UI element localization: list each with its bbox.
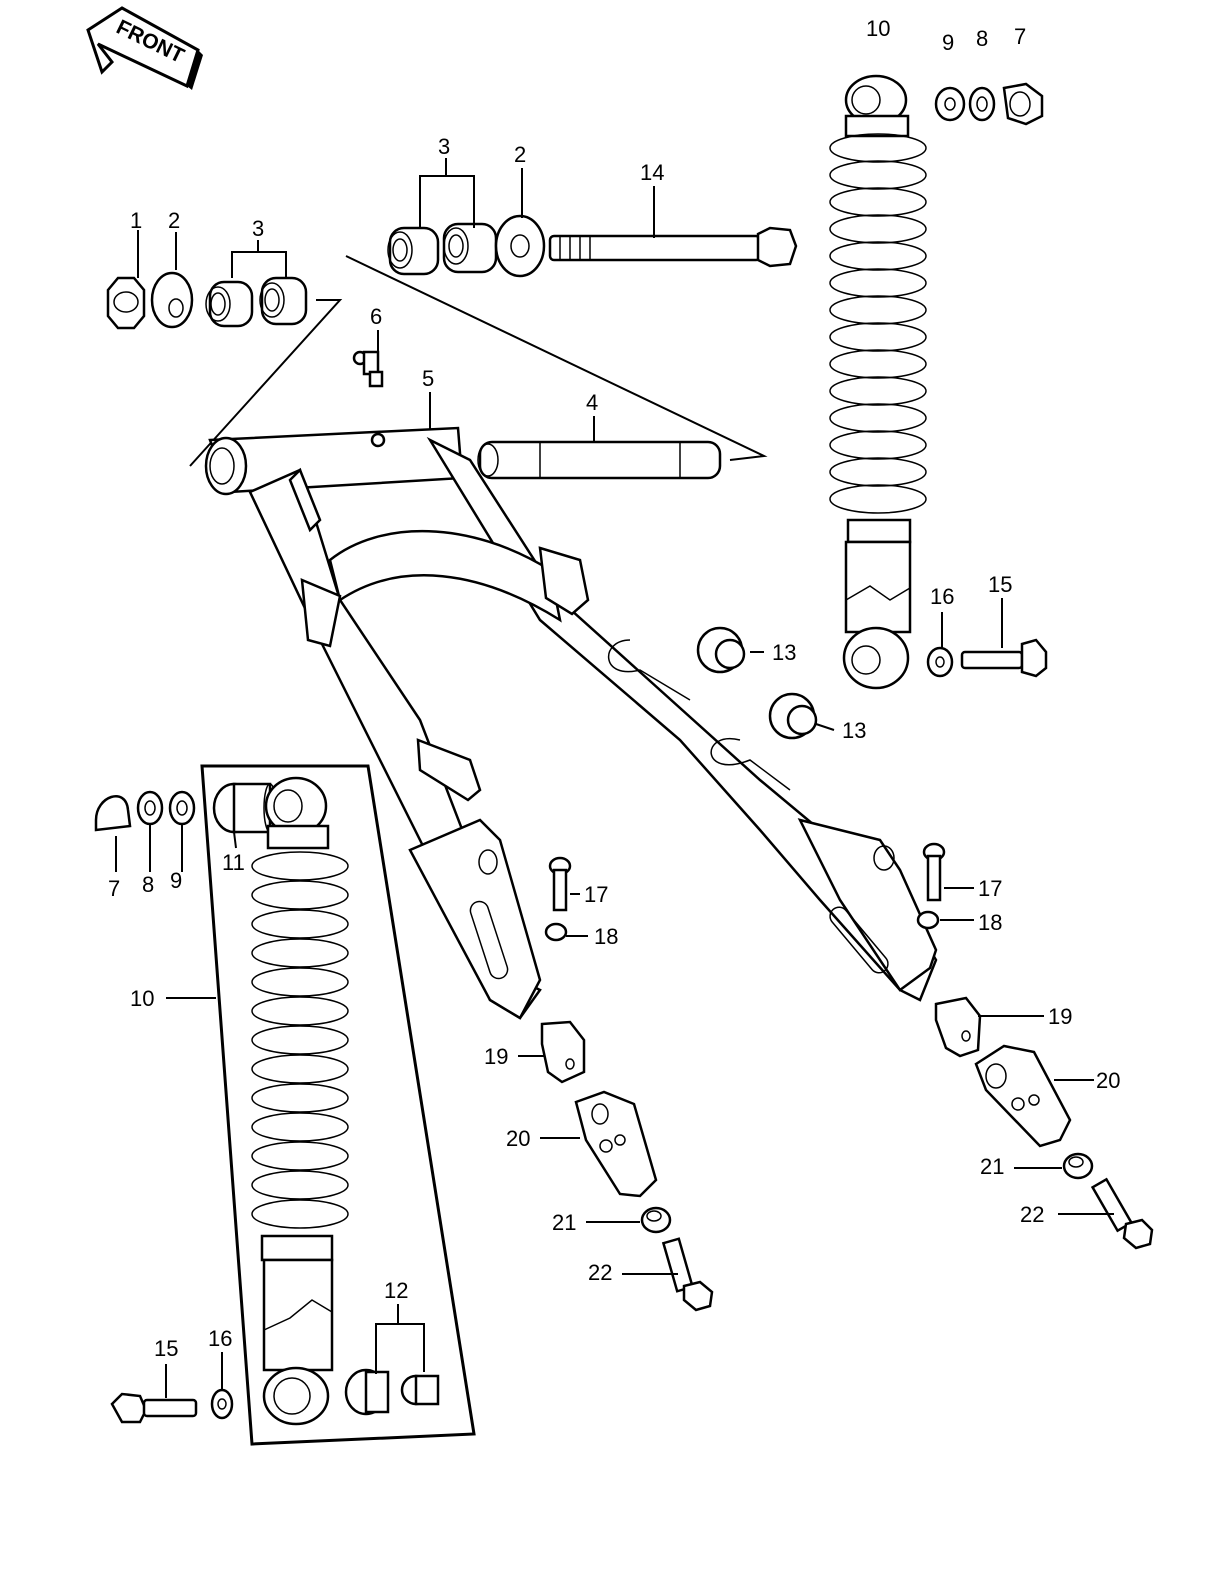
callout-17-right: 17 bbox=[978, 876, 1002, 901]
needle-bearing-left-a-part bbox=[205, 280, 254, 328]
callout-6: 6 bbox=[370, 304, 382, 329]
chain-adjuster-block-19-mid-part bbox=[540, 1020, 586, 1084]
nut-21-mid-part bbox=[640, 1206, 672, 1234]
bolt-17-right-part bbox=[922, 842, 946, 902]
shock-absorber-left-part bbox=[251, 776, 349, 1426]
callout-19-right: 19 bbox=[1048, 1004, 1072, 1029]
callout-22-right: 22 bbox=[1020, 1202, 1044, 1227]
adjuster-bolt-22-right-part bbox=[1090, 1177, 1154, 1250]
callout-15-right: 15 bbox=[988, 572, 1012, 597]
chain-adjuster-block-19-right-part bbox=[934, 996, 982, 1058]
callout-19-mid: 19 bbox=[484, 1044, 508, 1069]
bolt-15-left-part bbox=[110, 1392, 198, 1424]
callout-leader-lines bbox=[115, 158, 1114, 1398]
callout-9-left: 9 bbox=[170, 868, 182, 893]
washer-9-left-part bbox=[168, 790, 196, 826]
callout-12: 12 bbox=[384, 1278, 408, 1303]
grommet-13-lower-part bbox=[768, 692, 818, 740]
adjuster-bolt-22-mid-part bbox=[661, 1237, 714, 1312]
pivot-nut-part bbox=[106, 276, 146, 330]
callout-18-mid: 18 bbox=[594, 924, 618, 949]
callout-14: 14 bbox=[640, 160, 664, 185]
callout-16-left: 16 bbox=[208, 1326, 232, 1351]
callout-10-left: 10 bbox=[130, 986, 154, 1011]
callout-5: 5 bbox=[422, 366, 434, 391]
callout-18-right: 18 bbox=[978, 910, 1002, 935]
callout-1: 1 bbox=[130, 208, 142, 233]
callout-9-top: 9 bbox=[942, 30, 954, 55]
washer-18-right-part bbox=[916, 910, 940, 930]
callout-21-mid: 21 bbox=[552, 1210, 576, 1235]
pivot-top-leader-line bbox=[345, 255, 768, 461]
callout-3-top: 3 bbox=[438, 134, 450, 159]
callout-10-top: 10 bbox=[866, 16, 890, 41]
callout-20-right: 20 bbox=[1096, 1068, 1120, 1093]
grommet-13-upper-part bbox=[696, 626, 746, 674]
callout-3-left: 3 bbox=[252, 216, 264, 241]
washer-16-left-part bbox=[210, 1388, 234, 1420]
bolt-17-mid-part bbox=[548, 856, 572, 912]
needle-bearing-left-b-part bbox=[259, 276, 308, 326]
callout-2-left: 2 bbox=[168, 208, 180, 233]
collar-11-part bbox=[212, 782, 277, 834]
callout-11: 11 bbox=[222, 850, 245, 875]
chain-adjuster-20-mid-part bbox=[574, 1090, 658, 1198]
callout-20-mid: 20 bbox=[506, 1126, 530, 1151]
washer-8-left-part bbox=[136, 790, 164, 826]
callout-17-mid: 17 bbox=[584, 882, 608, 907]
pivot-sleeve-part bbox=[477, 440, 722, 480]
callout-2-top: 2 bbox=[514, 142, 526, 167]
callout-labels: 1 2 3 3 2 14 6 5 4 10 9 8 7 16 15 13 13 … bbox=[108, 16, 1120, 1361]
callout-13-b: 13 bbox=[842, 718, 866, 743]
callout-22-mid: 22 bbox=[588, 1260, 612, 1285]
callout-7-top: 7 bbox=[1014, 24, 1026, 49]
chain-adjuster-20-right-part bbox=[974, 1044, 1072, 1148]
pivot-shaft-bolt-part bbox=[548, 226, 798, 268]
washer-8-top-part bbox=[968, 86, 996, 122]
shock-absorber-right-part bbox=[829, 74, 927, 690]
shock-absorber-group-box bbox=[200, 764, 476, 1446]
needle-bearing-top-a-part bbox=[387, 226, 440, 276]
swingarm-part bbox=[204, 426, 938, 1020]
cap-nut-7-left-part bbox=[94, 795, 132, 832]
callout-4: 4 bbox=[586, 390, 598, 415]
grease-nipple-part bbox=[352, 350, 384, 388]
callout-8-left: 8 bbox=[142, 872, 154, 897]
front-arrow-icon: FRONT bbox=[86, 6, 203, 90]
pivot-collar-left-part bbox=[150, 271, 194, 329]
collar-12-part bbox=[344, 1368, 440, 1416]
callout-16-right: 16 bbox=[930, 584, 954, 609]
callout-8-top: 8 bbox=[976, 26, 988, 51]
washer-16-right-part bbox=[926, 646, 954, 678]
callout-21-right: 21 bbox=[980, 1154, 1004, 1179]
needle-bearing-top-b-part bbox=[442, 222, 498, 274]
callout-7-left: 7 bbox=[108, 876, 120, 901]
nut-21-right-part bbox=[1062, 1152, 1094, 1180]
pivot-left-leader-line bbox=[189, 299, 343, 467]
washer-18-mid-part bbox=[544, 922, 568, 942]
pivot-collar-top-part bbox=[494, 214, 546, 278]
cap-nut-7-top-part bbox=[1002, 82, 1044, 126]
callout-13-a: 13 bbox=[772, 640, 796, 665]
callout-15-left: 15 bbox=[154, 1336, 178, 1361]
bolt-15-right-part bbox=[960, 638, 1048, 678]
washer-9-top-part bbox=[934, 86, 966, 122]
